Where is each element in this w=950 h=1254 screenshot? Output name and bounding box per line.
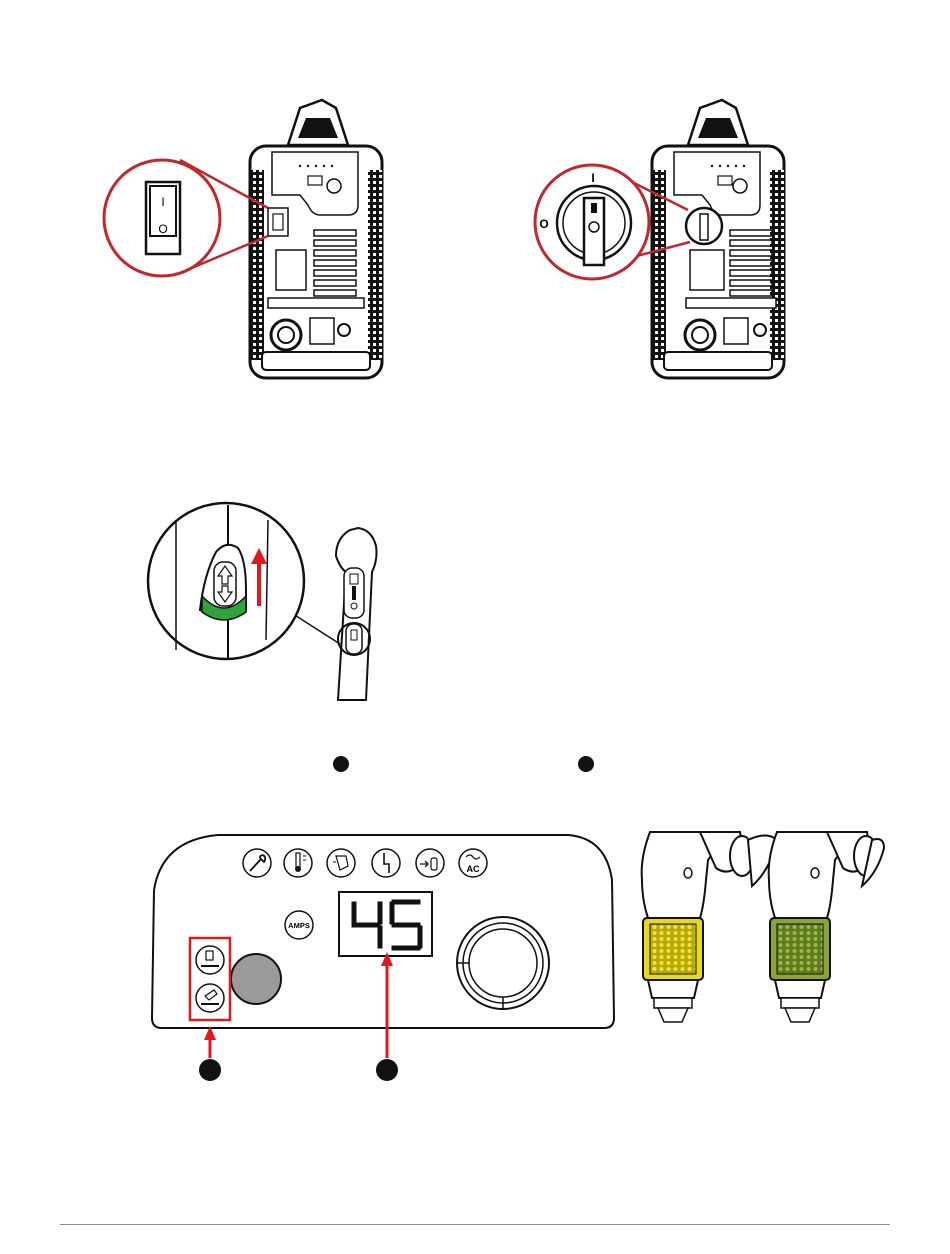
ac-label: AC	[467, 864, 480, 874]
arrow-to-mode-icons	[204, 1026, 216, 1058]
torch-head-green-cartridge	[769, 832, 884, 1022]
machine-rear-right	[652, 100, 784, 378]
machine-rear-left	[250, 100, 382, 378]
wrench-icon	[243, 849, 271, 877]
mode-select-button[interactable]	[231, 954, 281, 1004]
step-marker-3	[199, 1059, 221, 1081]
torch-handle-side-view	[336, 528, 377, 700]
ac-power-icon: AC	[459, 849, 487, 877]
thermometer-icon	[284, 849, 312, 877]
lightning-icon	[372, 849, 400, 877]
torch-head-yellow-cartridge	[642, 832, 778, 1022]
step-marker-2	[578, 756, 594, 772]
amps-button[interactable]: AMPS	[285, 911, 313, 939]
gouge-mode-icon	[196, 984, 224, 1012]
gas-purge-icon	[416, 849, 444, 877]
rocker-off-mark: O	[158, 222, 167, 236]
trigger-callout-line	[290, 612, 340, 644]
amps-button-label: AMPS	[288, 921, 310, 930]
step-marker-1	[333, 756, 349, 772]
control-panel: AC AMPS 45	[152, 835, 614, 1028]
footer-rule	[60, 1224, 890, 1225]
rocker-on-mark: I	[161, 195, 164, 209]
rocker-switch-magnified: I O	[146, 182, 180, 254]
amperage-display: 45	[339, 892, 432, 956]
cut-mode-icon	[196, 946, 224, 974]
torch-flow-icon	[327, 849, 355, 877]
amperage-knob[interactable]	[457, 917, 549, 1009]
rotary-on-mark: I	[591, 171, 594, 185]
step-marker-4	[376, 1059, 398, 1081]
rotary-off-mark: O	[539, 217, 548, 231]
